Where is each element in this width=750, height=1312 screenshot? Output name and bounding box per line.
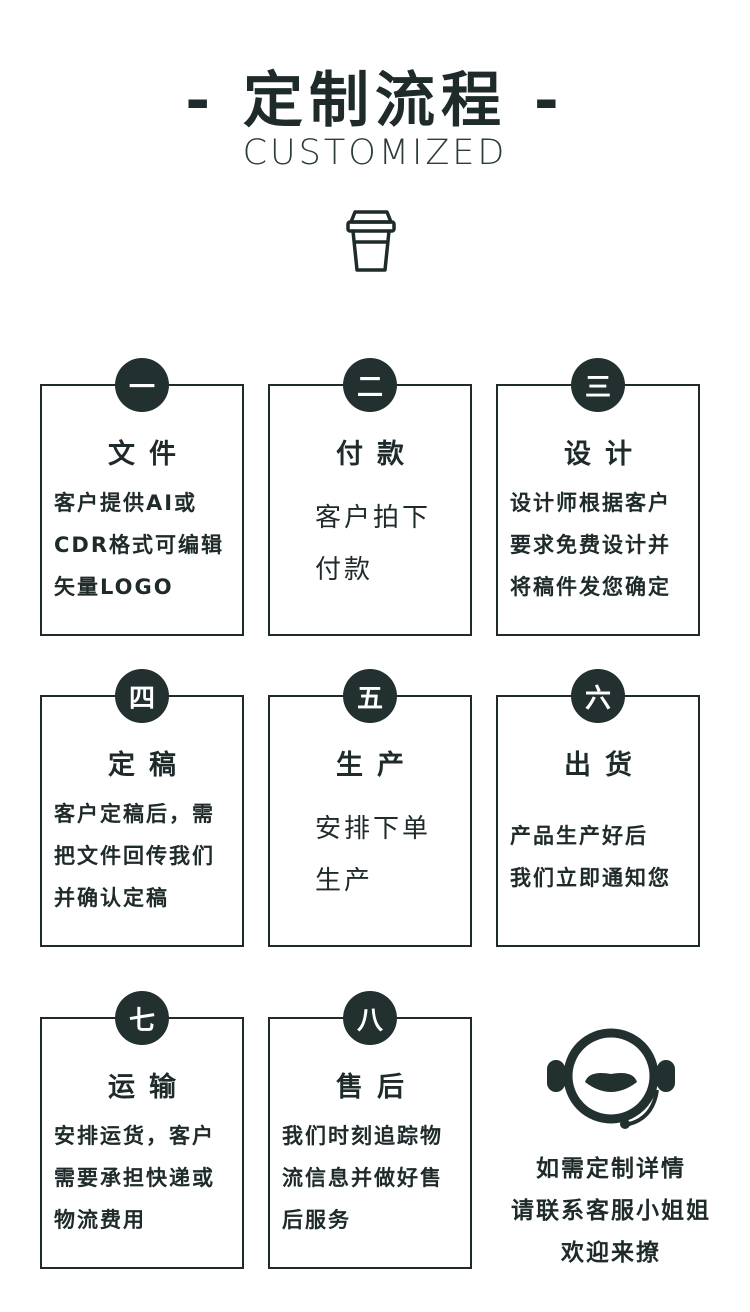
step-description-line: 安排运货，客户 bbox=[54, 1124, 215, 1148]
step-card-5: 五 生产 安排下单 生产 bbox=[268, 669, 472, 947]
step-card-1: 一 文件 客户提供AI或 CDR格式可编辑 矢量LOGO bbox=[40, 358, 244, 636]
step-title: 运输 bbox=[108, 1072, 190, 1103]
step-number-badge: 四 bbox=[115, 669, 169, 723]
step-card-7: 七 运输 安排运货，客户 需要承担快递或 物流费用 bbox=[40, 991, 244, 1269]
step-description-line: 矢量LOGO bbox=[54, 575, 174, 599]
step-description-line: 客户提供AI或 bbox=[54, 491, 198, 515]
page-title: - 定制流程 - bbox=[185, 66, 565, 136]
step-description-line: 我们时刻追踪物 bbox=[282, 1124, 443, 1148]
step-card-8: 八 售后 我们时刻追踪物 流信息并做好售 后服务 bbox=[268, 991, 472, 1269]
step-number-badge: 二 bbox=[343, 358, 397, 412]
page-subtitle: CUSTOMIZED bbox=[242, 133, 508, 173]
step-description-line: CDR格式可编辑 bbox=[54, 533, 225, 557]
step-title: 生产 bbox=[336, 750, 418, 781]
step-description-line: 物流费用 bbox=[54, 1208, 146, 1232]
step-number-badge: 五 bbox=[343, 669, 397, 723]
step-description: 客户拍下 付款 bbox=[315, 492, 464, 596]
step-description-line: 生产 bbox=[315, 866, 374, 896]
step-number-badge: 八 bbox=[343, 991, 397, 1045]
step-description-line: 设计师根据客户 bbox=[510, 491, 671, 515]
step-description-line: 后服务 bbox=[282, 1208, 351, 1232]
customer-service-headset-icon bbox=[547, 1028, 675, 1129]
step-description-line: 客户定稿后，需 bbox=[54, 802, 215, 826]
step-description-line: 我们立即通知您 bbox=[510, 866, 671, 890]
step-card-2: 二 付款 客户拍下 付款 bbox=[268, 358, 472, 636]
step-title: 文件 bbox=[108, 439, 190, 470]
cup-icon bbox=[346, 210, 396, 272]
step-description: 安排下单 生产 bbox=[315, 803, 464, 907]
step-description: 客户提供AI或 CDR格式可编辑 矢量LOGO bbox=[54, 482, 236, 608]
step-description: 产品生产好后 我们立即通知您 bbox=[510, 815, 692, 899]
step-number-badge: 七 bbox=[115, 991, 169, 1045]
step-description-line: 将稿件发您确定 bbox=[510, 575, 671, 599]
step-description-line: 需要承担快递或 bbox=[54, 1166, 215, 1190]
step-title: 设计 bbox=[564, 439, 646, 470]
step-description: 客户定稿后，需 把文件回传我们 并确认定稿 bbox=[54, 793, 236, 919]
step-title: 付款 bbox=[336, 439, 418, 470]
step-card-6: 六 出货 产品生产好后 我们立即通知您 bbox=[496, 669, 700, 947]
contact-service-text: 如需定制详情 请联系客服小姐姐 欢迎来撩 bbox=[498, 1148, 724, 1274]
contact-line: 如需定制详情 bbox=[536, 1156, 686, 1182]
step-number-badge: 六 bbox=[571, 669, 625, 723]
step-description-line: 付款 bbox=[315, 555, 374, 585]
step-description-line: 把文件回传我们 bbox=[54, 844, 215, 868]
step-number-badge: 三 bbox=[571, 358, 625, 412]
step-card-4: 四 定稿 客户定稿后，需 把文件回传我们 并确认定稿 bbox=[40, 669, 244, 947]
step-description-line: 流信息并做好售 bbox=[282, 1166, 443, 1190]
contact-line: 欢迎来撩 bbox=[561, 1240, 661, 1266]
step-title: 出货 bbox=[564, 750, 646, 781]
step-description-line: 产品生产好后 bbox=[510, 824, 648, 848]
step-title: 定稿 bbox=[108, 750, 190, 781]
step-number-badge: 一 bbox=[115, 358, 169, 412]
step-description: 安排运货，客户 需要承担快递或 物流费用 bbox=[54, 1115, 236, 1241]
contact-line: 请联系客服小姐姐 bbox=[511, 1198, 711, 1224]
step-description-line: 安排下单 bbox=[315, 814, 432, 844]
step-description-line: 要求免费设计并 bbox=[510, 533, 671, 557]
step-description: 设计师根据客户 要求免费设计并 将稿件发您确定 bbox=[510, 482, 692, 608]
step-title: 售后 bbox=[336, 1072, 418, 1103]
step-description-line: 客户拍下 bbox=[315, 503, 432, 533]
step-description: 我们时刻追踪物 流信息并做好售 后服务 bbox=[282, 1115, 464, 1241]
step-card-3: 三 设计 设计师根据客户 要求免费设计并 将稿件发您确定 bbox=[496, 358, 700, 636]
step-description-line: 并确认定稿 bbox=[54, 886, 169, 910]
